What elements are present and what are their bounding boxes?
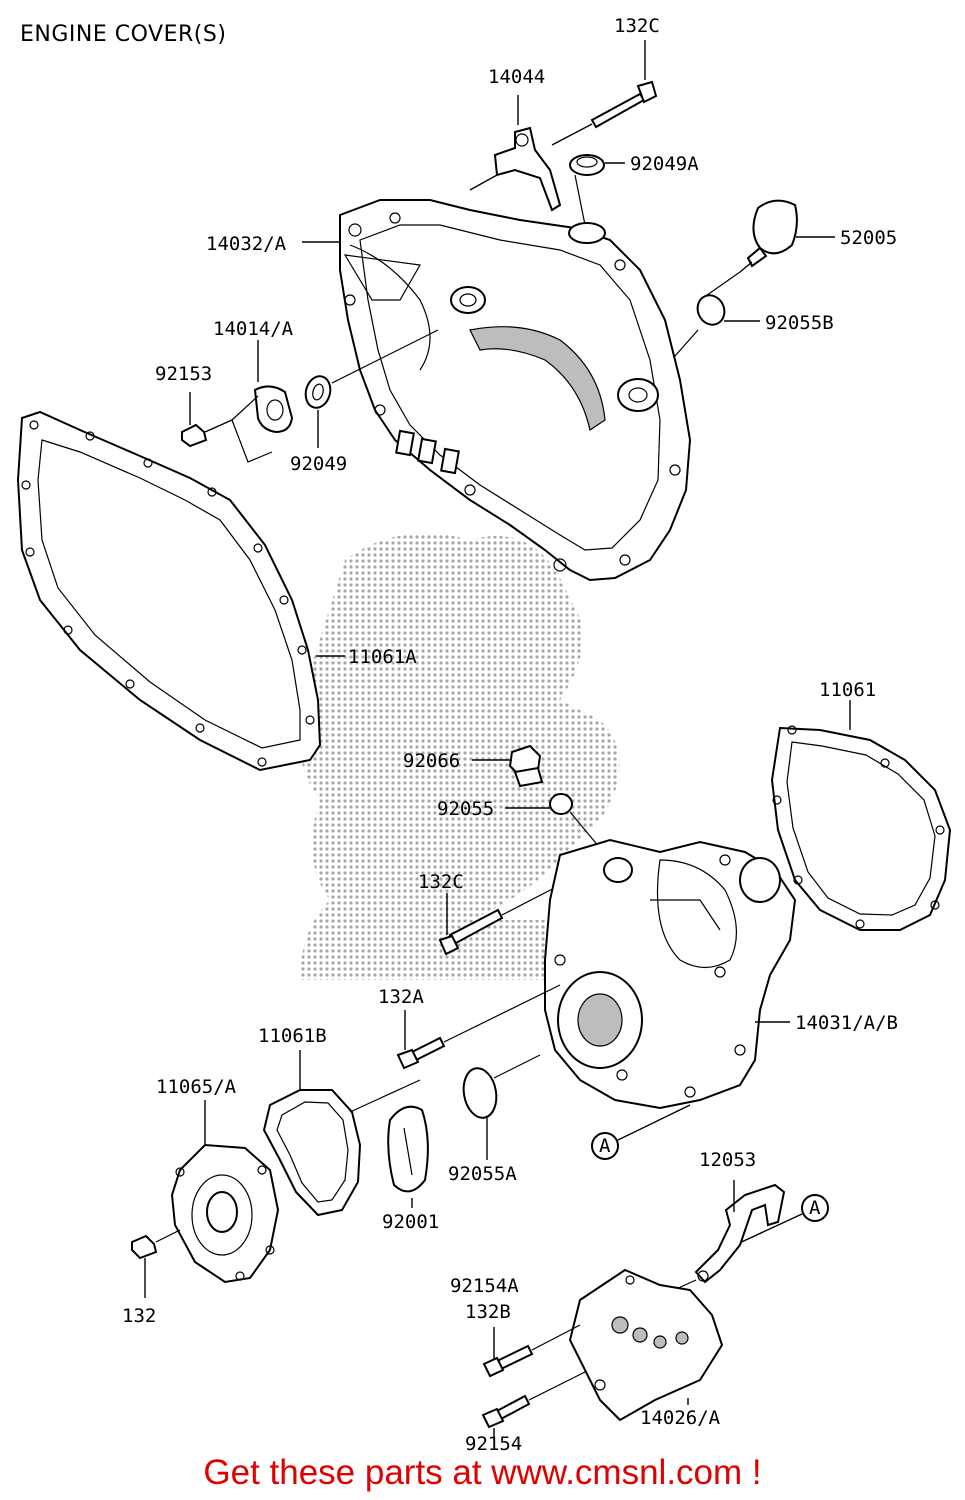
cover-11065a xyxy=(170,1100,280,1284)
clutch-cover-14032a xyxy=(302,199,692,582)
svg-text:A: A xyxy=(599,1135,611,1157)
footer-link[interactable]: Get these parts at www.cmsnl.com ! xyxy=(203,1453,762,1492)
watermark-logo xyxy=(297,533,660,980)
label-52005: 52005 xyxy=(840,227,897,249)
label-11061: 11061 xyxy=(819,679,876,701)
svg-text:A: A xyxy=(809,1197,821,1219)
bolt-132 xyxy=(131,1229,181,1298)
label-11061a: 11061A xyxy=(348,646,417,668)
label-92049a: 92049A xyxy=(630,153,699,175)
seal-92049a xyxy=(569,154,625,226)
label-92154a: 92154A xyxy=(450,1275,519,1297)
label-132c-top: 132C xyxy=(614,15,660,37)
bolt-132c-mid xyxy=(438,884,561,956)
plug-92066 xyxy=(472,744,544,788)
footer-banner: Get these parts at www.cmsnl.com ! xyxy=(0,1453,965,1493)
bracket-14026a xyxy=(568,1268,724,1422)
bolt-132b xyxy=(482,1324,581,1378)
callout-labels: 132C 14044 92049A 52005 14032/A 92055B 1… xyxy=(122,15,898,1455)
ref-marker-a-1: A xyxy=(591,1104,691,1160)
diagram-title: ENGINE COVER(S) xyxy=(20,22,227,47)
label-92055a: 92055A xyxy=(448,1163,517,1185)
label-92049: 92049 xyxy=(290,453,347,475)
cap-92001 xyxy=(387,1105,429,1208)
label-92055: 92055 xyxy=(437,798,494,820)
gasket-11061 xyxy=(770,700,952,931)
label-92153: 92153 xyxy=(155,363,212,385)
label-92154: 92154 xyxy=(465,1433,522,1455)
dipstick-cap-52005 xyxy=(699,199,835,301)
label-11061b: 11061B xyxy=(258,1025,327,1047)
label-14044: 14044 xyxy=(488,66,545,88)
label-11065a: 11065/A xyxy=(156,1076,237,1098)
bolt-132c-top xyxy=(551,40,658,146)
label-14026a: 14026/A xyxy=(640,1407,721,1429)
plate-14014a xyxy=(231,340,294,463)
oring-92055a xyxy=(462,1054,541,1160)
label-14014a: 14014/A xyxy=(213,318,294,340)
gasket-11061b xyxy=(262,1050,421,1217)
ref-marker-a-2: A xyxy=(734,1194,829,1246)
label-14032a: 14032/A xyxy=(206,233,287,255)
magneto-cover-14031 xyxy=(544,838,797,1110)
label-132c-mid: 132C xyxy=(418,871,464,893)
bolt-132a xyxy=(396,984,561,1070)
label-92055b: 92055B xyxy=(765,312,834,334)
label-132a: 132A xyxy=(378,986,424,1008)
label-132b: 132B xyxy=(465,1301,511,1323)
label-92066: 92066 xyxy=(403,750,460,772)
bolt-92153 xyxy=(181,392,233,448)
label-92001: 92001 xyxy=(382,1211,439,1233)
label-12053: 12053 xyxy=(699,1149,756,1171)
bolt-92154 xyxy=(481,1371,586,1440)
label-14031: 14031/A/B xyxy=(795,1012,898,1034)
bracket-14044 xyxy=(469,95,562,212)
gasket-11061a xyxy=(16,410,345,772)
seal-92049 xyxy=(304,329,439,448)
label-132: 132 xyxy=(122,1305,156,1327)
